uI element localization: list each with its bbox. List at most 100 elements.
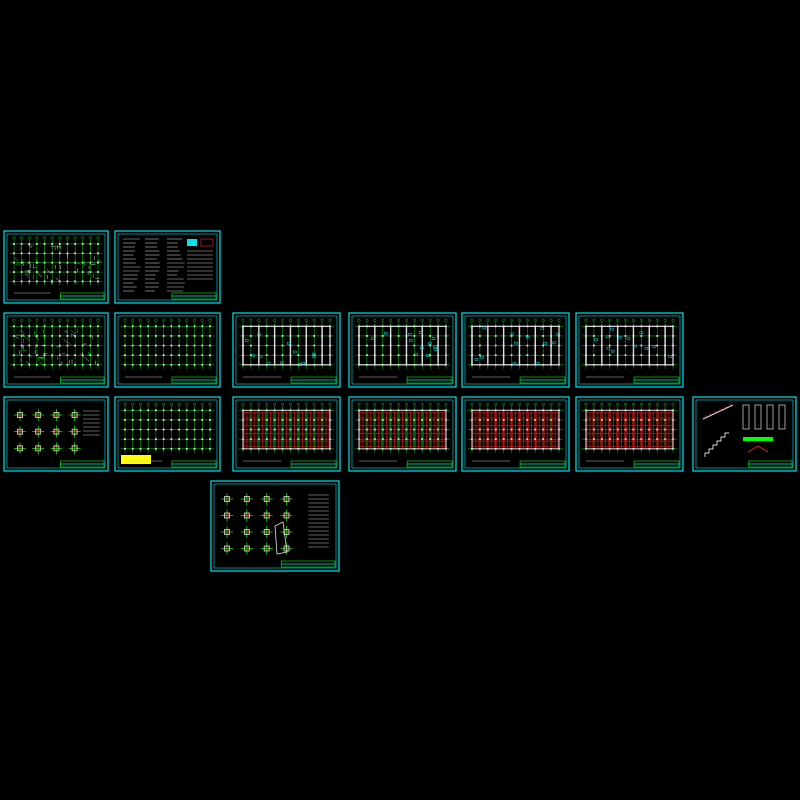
column-mark xyxy=(250,344,252,347)
wall-segment xyxy=(14,334,19,340)
column-mark xyxy=(20,335,23,337)
column-mark xyxy=(36,325,38,328)
axis-bubble xyxy=(20,236,24,240)
column-mark xyxy=(381,335,384,337)
wall-segment xyxy=(39,361,45,366)
column-mark xyxy=(81,252,84,255)
column-mark xyxy=(81,271,84,273)
sheet-inner-border xyxy=(695,399,794,469)
wall-segment xyxy=(73,279,78,285)
column-mark xyxy=(313,344,316,347)
column-mark xyxy=(201,438,204,441)
opening-mark xyxy=(420,346,424,350)
column-mark xyxy=(257,438,260,441)
opening-mark xyxy=(512,362,517,365)
drawing-sheet[interactable] xyxy=(348,312,457,388)
axis-bubble xyxy=(655,318,659,322)
opening-mark xyxy=(280,361,284,364)
drawing-sheet[interactable] xyxy=(3,396,109,472)
axis-bubble xyxy=(257,318,261,322)
drawing-sheet[interactable] xyxy=(461,312,570,388)
opening-mark xyxy=(610,327,614,331)
opening-mark xyxy=(293,350,297,354)
column-mark xyxy=(593,438,595,441)
column-mark xyxy=(209,428,211,431)
column-mark xyxy=(66,363,69,366)
wall-segment xyxy=(55,277,61,283)
sheet-border xyxy=(461,312,570,388)
column-mark xyxy=(297,419,300,421)
column-detail xyxy=(283,512,290,519)
column-mark xyxy=(20,354,23,357)
axis-bubble xyxy=(289,318,292,322)
column-mark xyxy=(124,325,126,328)
column-mark xyxy=(74,325,76,328)
column-mark xyxy=(131,409,134,412)
drawing-sheet[interactable] xyxy=(114,396,221,472)
axis-bubble xyxy=(185,402,189,406)
axis-bubble xyxy=(273,318,277,322)
drawing-sheet[interactable] xyxy=(692,396,797,472)
drawing-sheet[interactable] xyxy=(3,230,109,304)
column-mark xyxy=(265,335,268,337)
column-mark xyxy=(305,438,308,441)
rebar-cage xyxy=(36,446,40,451)
column-mark xyxy=(640,438,643,441)
column-mark xyxy=(616,428,619,431)
axis-bubble xyxy=(66,318,69,322)
column-mark xyxy=(66,271,69,273)
wall-segment xyxy=(24,273,29,278)
column-mark xyxy=(139,335,142,337)
column-mark xyxy=(131,325,134,328)
wall-segment xyxy=(70,329,76,335)
drawing-sheet[interactable] xyxy=(575,312,684,388)
column-mark xyxy=(616,438,619,441)
column-mark xyxy=(51,363,54,366)
drawing-sheet[interactable] xyxy=(348,396,457,472)
drawing-sheet[interactable] xyxy=(575,396,684,472)
column-mark xyxy=(265,419,268,421)
column-mark xyxy=(381,428,384,431)
axis-bubble xyxy=(185,318,189,322)
axis-bubble xyxy=(35,236,39,240)
column-mark xyxy=(155,409,157,412)
column-mark xyxy=(155,325,157,328)
drawing-sheet[interactable] xyxy=(114,312,221,388)
column-mark xyxy=(36,261,38,264)
drawing-sheet[interactable] xyxy=(3,312,109,388)
column-mark xyxy=(486,428,489,431)
column-mark xyxy=(74,271,76,273)
column-mark xyxy=(502,428,505,431)
opening-mark xyxy=(626,337,631,340)
column-mark xyxy=(429,428,432,431)
column-detail xyxy=(53,445,60,452)
column-mark xyxy=(178,419,180,421)
stair-flight xyxy=(702,404,734,420)
sheet-inner-border xyxy=(351,315,454,385)
column-mark xyxy=(608,419,611,421)
column-mark xyxy=(13,344,15,347)
axis-bubble xyxy=(131,318,135,322)
drawing-sheet[interactable] xyxy=(232,396,341,472)
drawing-sheet[interactable] xyxy=(461,396,570,472)
column-mark xyxy=(74,243,76,245)
column-mark xyxy=(526,419,529,421)
column-mark xyxy=(43,354,46,357)
rebar-cage xyxy=(264,530,269,534)
drawing-sheet[interactable] xyxy=(114,230,221,304)
sheet-border xyxy=(692,396,797,472)
column-mark xyxy=(28,335,31,337)
column-mark xyxy=(297,344,300,347)
column-mark xyxy=(510,438,513,441)
column-mark xyxy=(193,325,196,328)
column-mark xyxy=(81,335,84,337)
column-mark xyxy=(162,428,165,431)
drawing-sheet[interactable] xyxy=(210,480,340,572)
axis-bubble xyxy=(389,402,393,406)
column-mark xyxy=(624,354,627,357)
drawing-sheet[interactable] xyxy=(232,312,341,388)
column-mark xyxy=(81,363,84,366)
axis-bubble xyxy=(478,402,482,406)
outline-wall xyxy=(471,409,560,450)
column-mark xyxy=(373,428,376,431)
